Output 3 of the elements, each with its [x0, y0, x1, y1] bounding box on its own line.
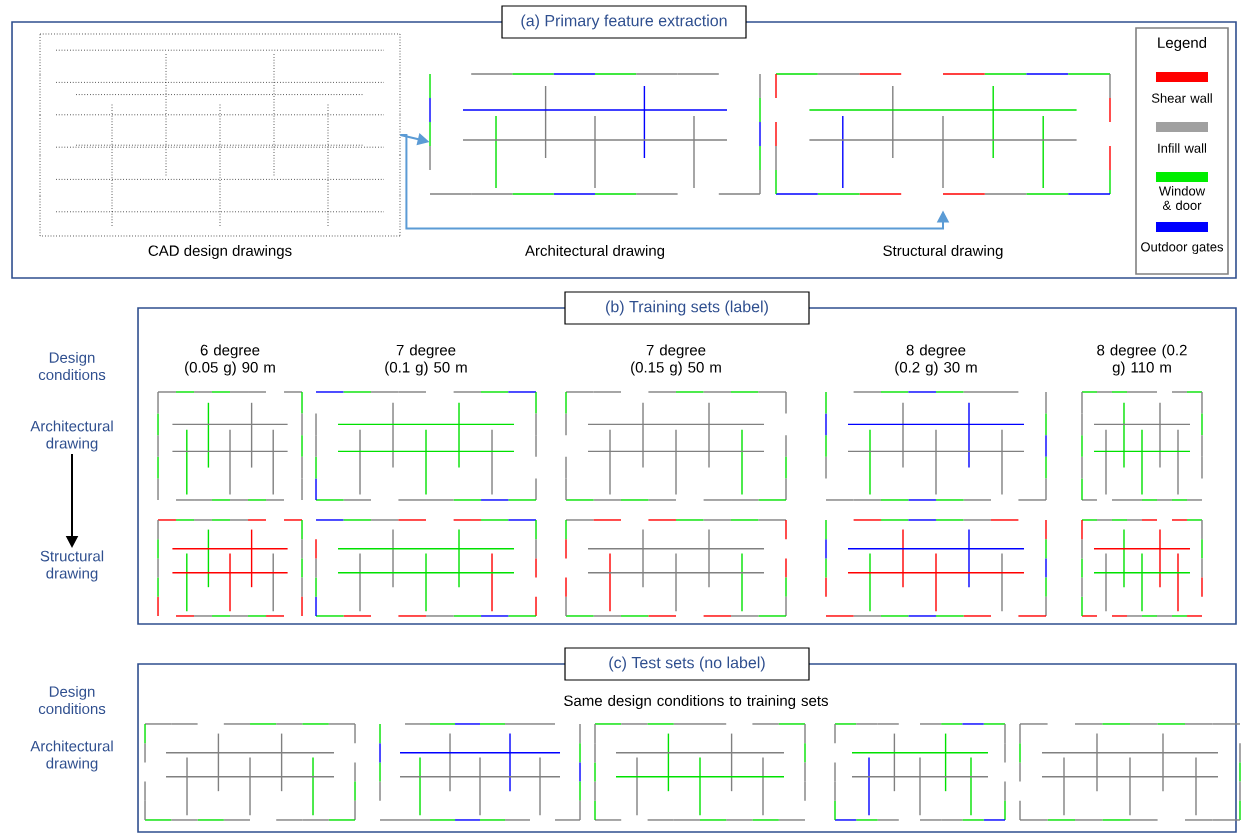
floor-plan-drawing	[39, 33, 401, 237]
floor-plan-drawing	[775, 73, 1111, 195]
floor-plan-drawing	[429, 73, 761, 195]
